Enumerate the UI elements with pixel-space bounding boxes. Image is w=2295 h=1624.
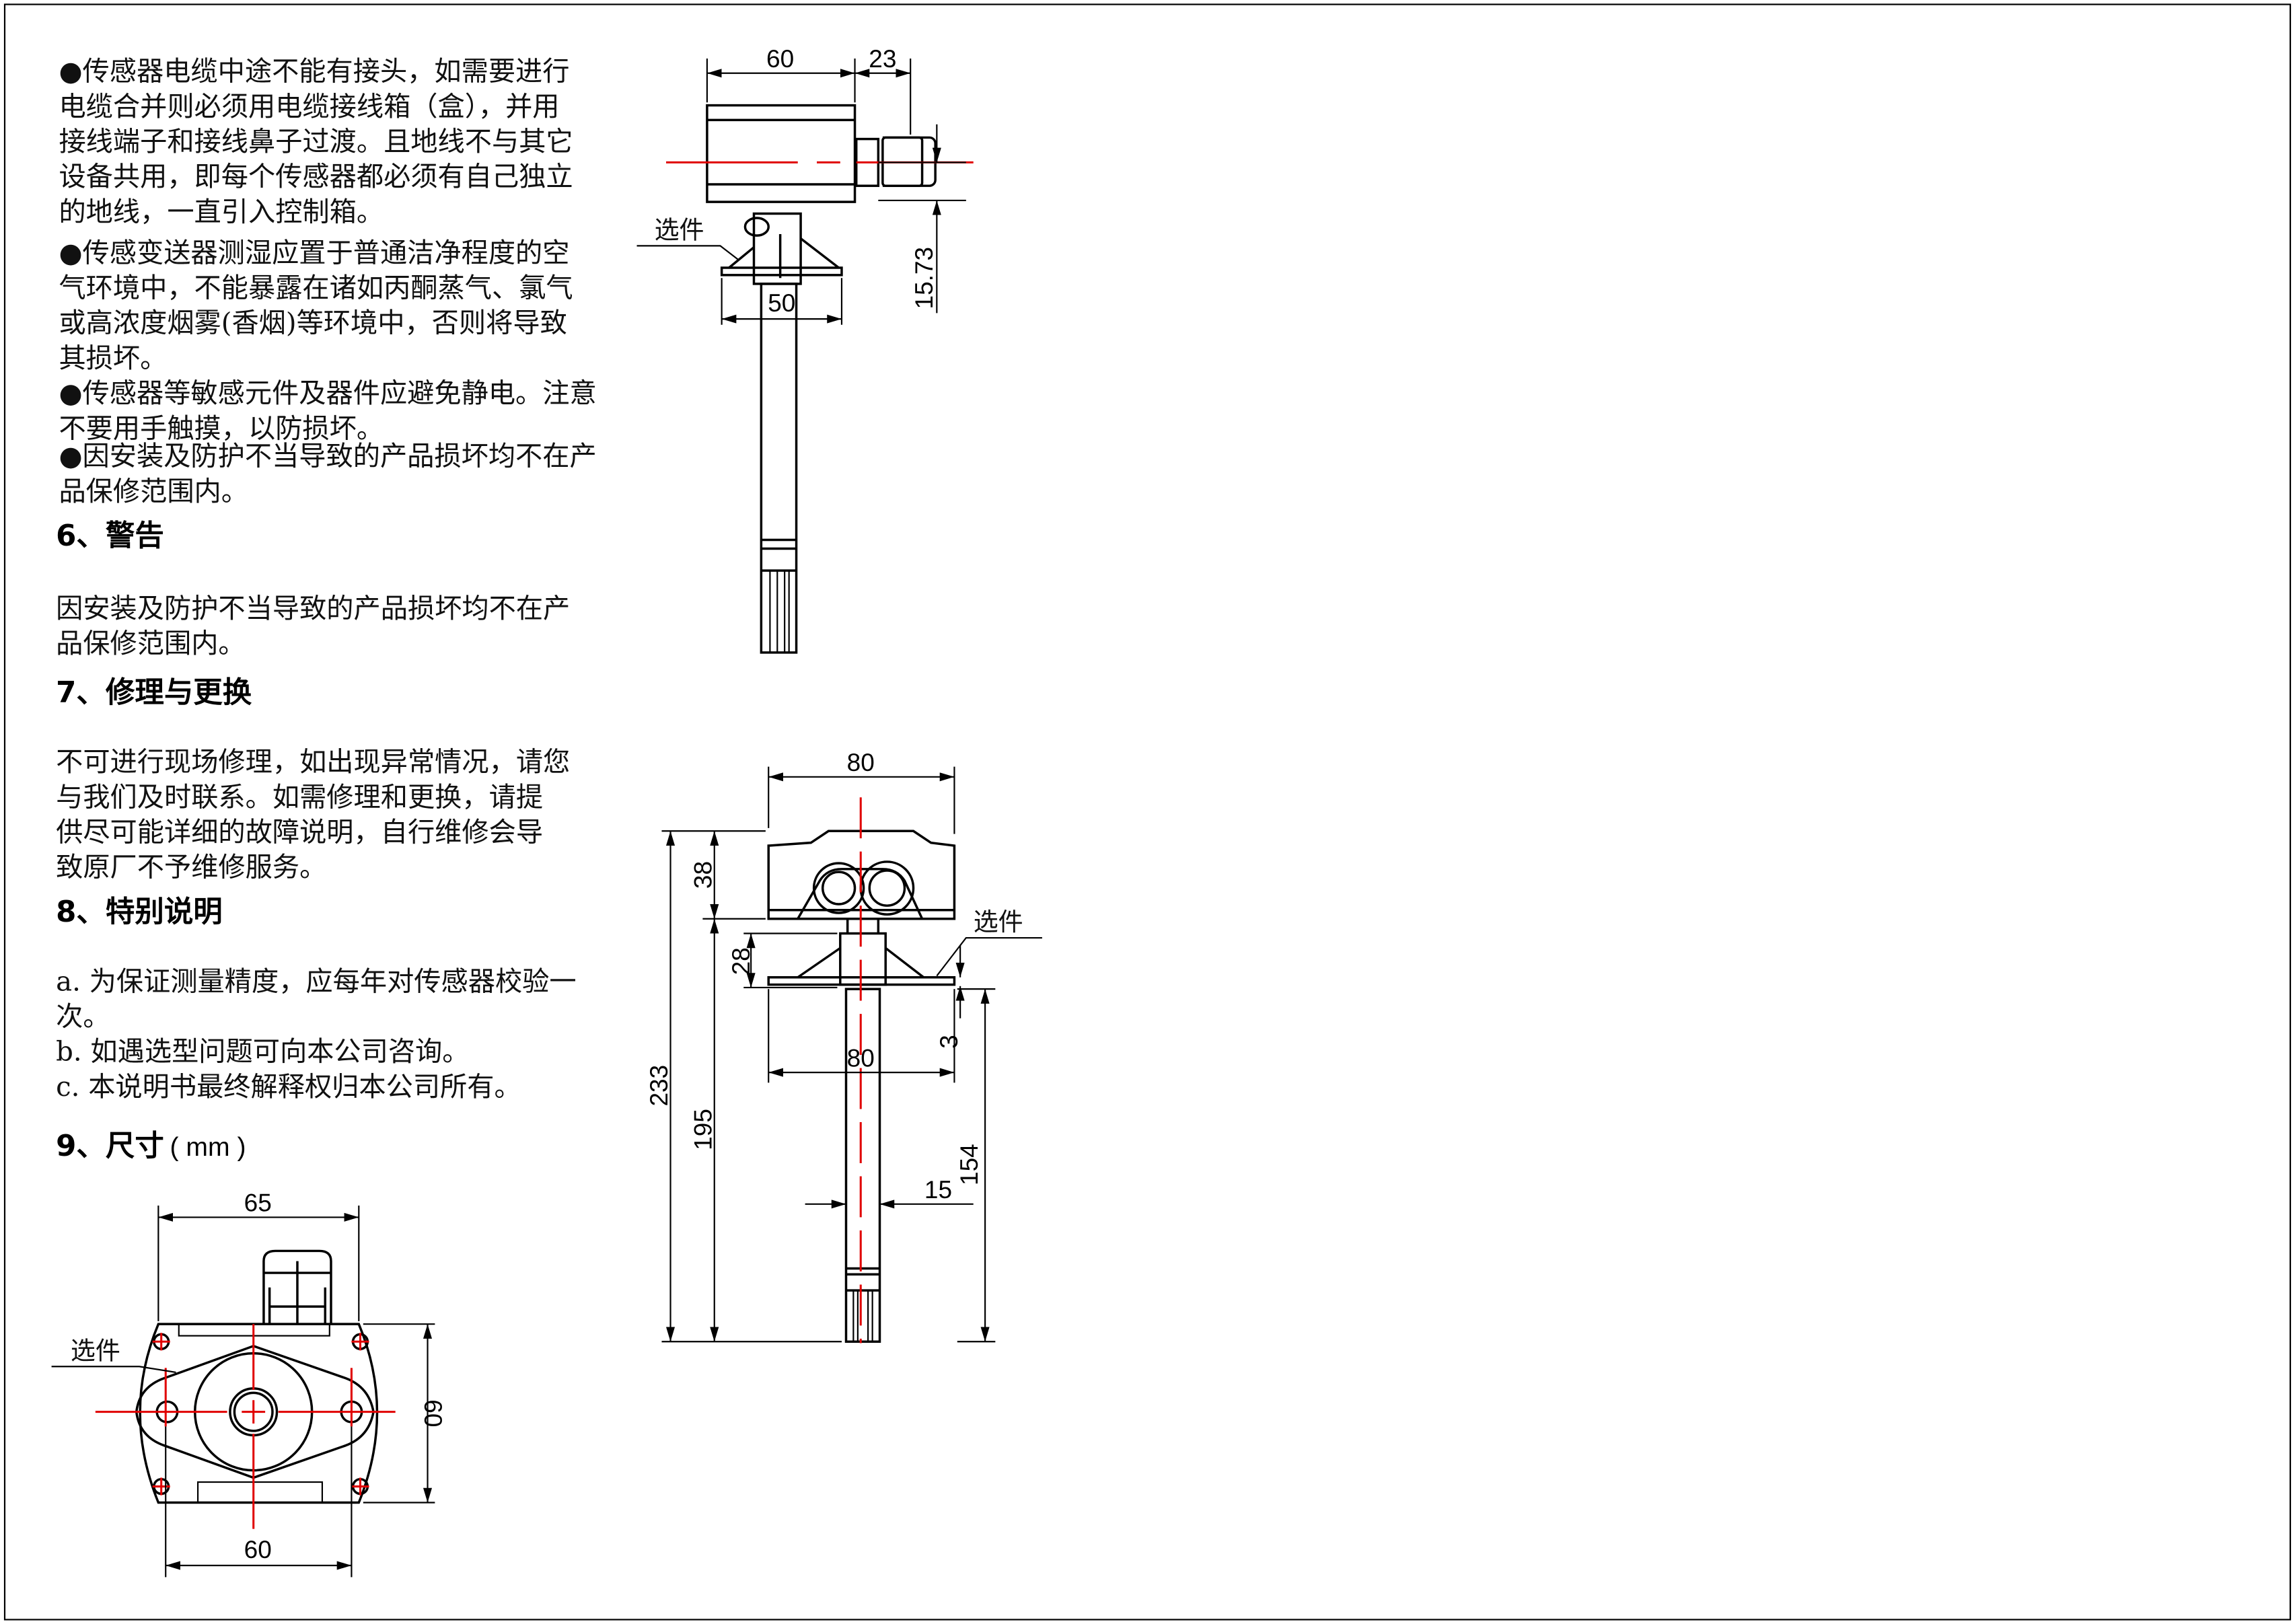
front-view-drawing: 80 233 38 195 28 80 3 154 15 选件: [645, 749, 1042, 1343]
bottom-view-drawing: 65 60 60 选件: [51, 1189, 447, 1578]
note-line: 不要用手触摸，以防损坏。: [59, 413, 384, 444]
section-heading: 8、特别说明: [56, 895, 223, 929]
section-line: 供尽可能详细的故障说明，自行维修会导: [56, 817, 543, 848]
note-line: 或高浓度烟雾(香烟)等环境中，否则将导致: [59, 308, 567, 339]
dim-bottom-height: 60: [419, 1399, 447, 1427]
side-view-drawing: 60 23 15.73 50 选件: [636, 45, 974, 654]
dim-bottom-width: 65: [244, 1189, 272, 1217]
section-line: c. 本说明书最终解释权归本公司所有。: [56, 1072, 521, 1103]
note-line: 的地线，一直引入控制箱。: [59, 196, 384, 227]
dimensions-heading-unit: ( mm ): [170, 1133, 246, 1162]
dim-front-probe-exposed: 154: [955, 1144, 983, 1185]
note-line: 电缆合并则必须用电缆接线箱（盒），并用: [59, 91, 559, 122]
dim-front-total-height: 233: [645, 1065, 673, 1107]
section-line: 不可进行现场修理，如出现异常情况，请您: [56, 747, 570, 778]
page-border: [3, 3, 2292, 1621]
note-line: ●传感器电缆中途不能有接头，如需要进行: [59, 57, 569, 87]
front-option-label: 选件: [974, 908, 1023, 936]
note-line: 其损坏。: [59, 343, 167, 374]
text-column: ●传感器电缆中途不能有接头，如需要进行电缆合并则必须用电缆接线箱（盒），并用接线…: [56, 57, 597, 1103]
note-line: 设备共用，即每个传感器都必须有自己独立: [59, 161, 573, 192]
dim-front-probe-length: 195: [689, 1109, 717, 1150]
note-line: ●传感器等敏感元件及器件应避免静电。注意: [59, 378, 596, 409]
section-line: 与我们及时联系。如需修理和更换，请提: [56, 782, 543, 813]
section-line: b. 如遇选型问题可向本公司咨询。: [56, 1037, 469, 1068]
dim-front-box-height: 38: [689, 861, 717, 889]
dim-front-plate: 3: [935, 1035, 963, 1049]
dim-front-width-top: 80: [847, 749, 875, 776]
section-heading: 6、警告: [56, 519, 164, 553]
note-line: 气环境中，不能暴露在诸如丙酮蒸气、氯气: [59, 272, 573, 303]
section-line: 致原厂不予维修服务。: [56, 852, 326, 883]
section-line: a. 为保证测量精度，应每年对传感器校验一: [56, 966, 576, 997]
note-line: ●因安装及防护不当导致的产品损坏均不在产: [59, 441, 596, 472]
section-line: 次。: [56, 1002, 110, 1033]
note-line: 品保修范围内。: [59, 476, 248, 507]
section-heading: 7、修理与更换: [56, 676, 252, 710]
dim-bottom-hole-spacing: 60: [244, 1536, 272, 1563]
section-line: 因安装及防护不当导致的产品损坏均不在产: [56, 593, 570, 624]
dim-side-offset: 15.73: [910, 247, 938, 309]
dim-front-width-flange: 80: [847, 1044, 875, 1072]
dimensions-heading-title: 9、尺寸: [56, 1130, 164, 1163]
dim-side-flange: 50: [768, 289, 795, 317]
dim-front-bracket-height: 28: [727, 947, 755, 975]
dim-side-gland: 23: [869, 45, 896, 73]
dim-side-width: 60: [766, 45, 794, 73]
bottom-option-label: 选件: [71, 1336, 120, 1365]
section-line: 品保修范围内。: [56, 628, 246, 659]
note-line: ●传感变送器测湿应置于普通洁净程度的空: [59, 237, 569, 268]
dim-front-probe-dia: 15: [924, 1176, 952, 1204]
note-line: 接线端子和接线鼻子过渡。且地线不与其它: [59, 126, 573, 157]
side-option-label: 选件: [655, 215, 704, 244]
dimensions-heading: 9、尺寸( mm ): [56, 1130, 246, 1163]
